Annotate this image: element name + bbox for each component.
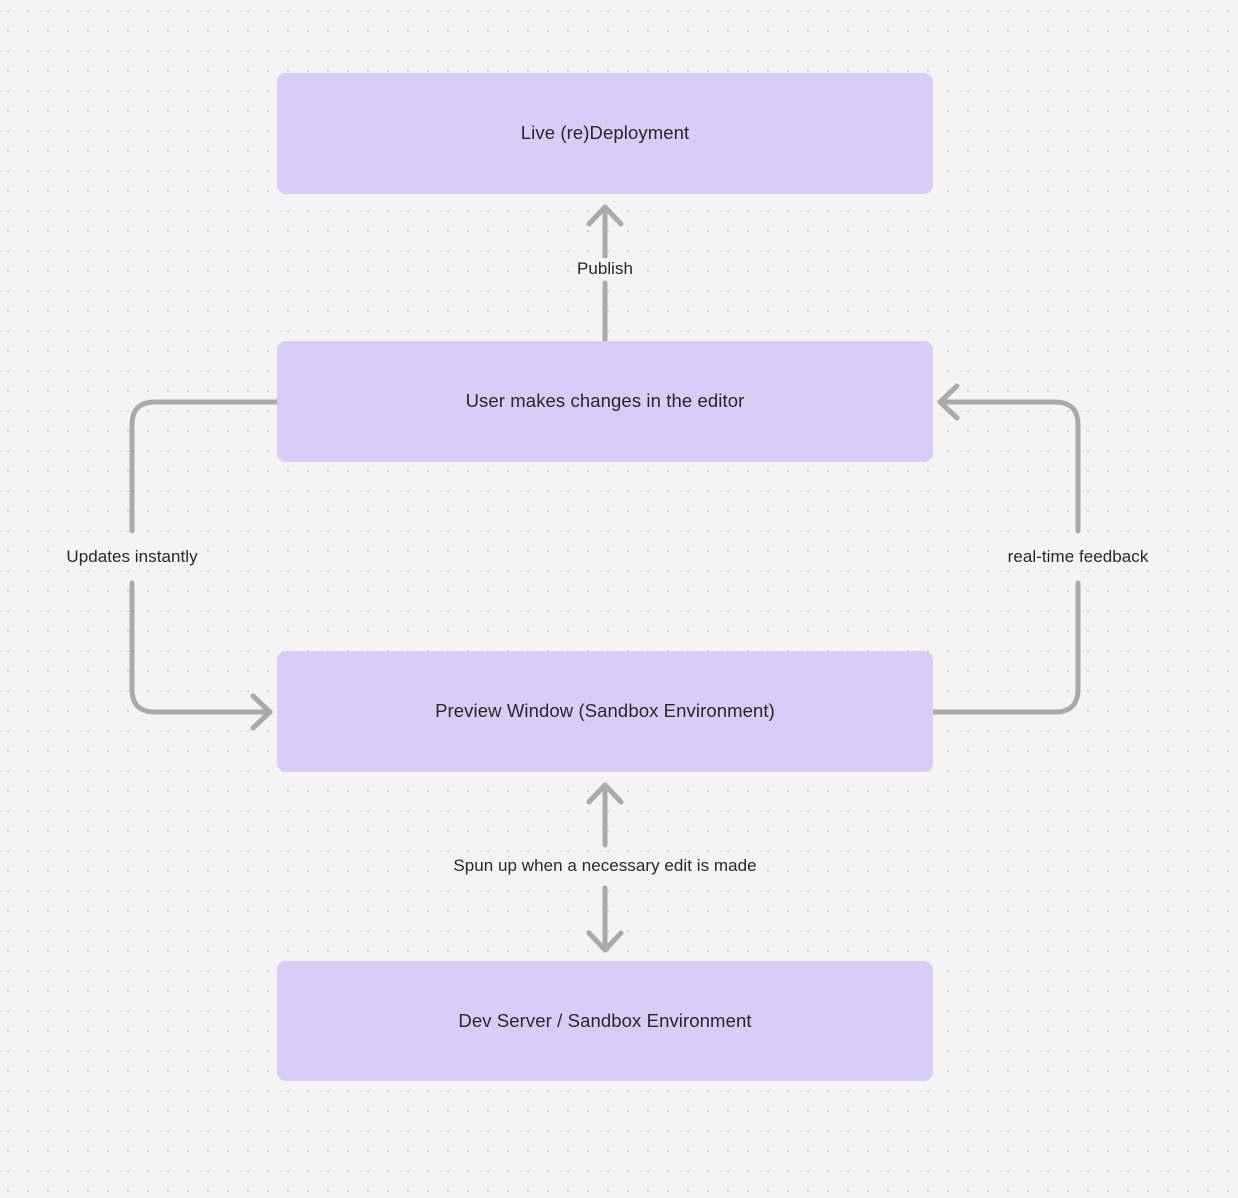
node-preview-window[interactable]: Preview Window (Sandbox Environment) <box>277 651 933 772</box>
node-live-deployment[interactable]: Live (re)Deployment <box>277 73 933 194</box>
edge-label-updates-instantly: Updates instantly <box>59 546 205 568</box>
node-label-live-deployment: Live (re)Deployment <box>520 122 690 144</box>
edge-label-real-time-feedback: real-time feedback <box>1000 546 1156 568</box>
node-dev-server[interactable]: Dev Server / Sandbox Environment <box>277 961 933 1081</box>
node-label-user-edits: User makes changes in the editor <box>465 390 745 412</box>
node-label-preview-window: Preview Window (Sandbox Environment) <box>435 700 775 722</box>
node-label-dev-server: Dev Server / Sandbox Environment <box>458 1009 752 1031</box>
edge-label-publish: Publish <box>569 258 641 280</box>
node-user-edits[interactable]: User makes changes in the editor <box>277 341 933 462</box>
edge-label-spun-up: Spun up when a necessary edit is made <box>446 855 764 877</box>
